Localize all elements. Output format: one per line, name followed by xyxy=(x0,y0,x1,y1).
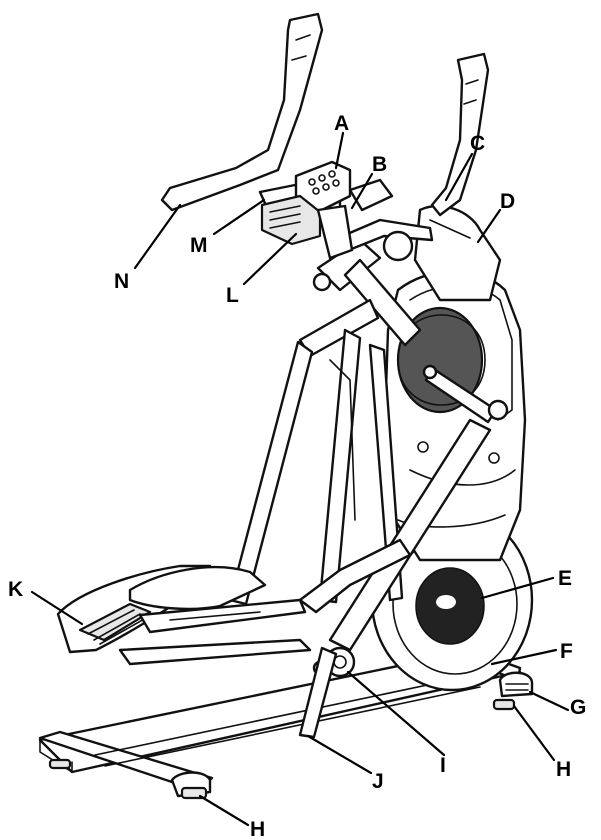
leader-k xyxy=(30,590,84,626)
label-c: C xyxy=(470,132,485,155)
lift-arm xyxy=(298,418,492,739)
main-shroud xyxy=(383,270,527,562)
label-k: K xyxy=(8,578,23,601)
leader-j xyxy=(306,734,373,775)
label-h-bottom: H xyxy=(250,818,265,840)
leader-a xyxy=(334,131,345,170)
leader-n xyxy=(133,203,182,270)
leader-d xyxy=(476,208,502,244)
label-a: A xyxy=(334,112,349,135)
label-m: M xyxy=(190,234,208,257)
console xyxy=(260,160,354,260)
leader-g xyxy=(528,690,570,712)
leader-c xyxy=(444,152,474,202)
callout-labels: A B C D E F G H H I J K L M N xyxy=(8,112,586,840)
label-g: G xyxy=(570,696,586,719)
leader-l xyxy=(242,232,298,286)
label-b: B xyxy=(372,153,387,176)
leader-i xyxy=(346,670,446,757)
label-e: E xyxy=(558,567,572,590)
leader-f xyxy=(490,648,558,666)
leader-m xyxy=(212,198,266,236)
label-f: F xyxy=(560,640,573,663)
leader-e xyxy=(480,576,555,600)
leader-b xyxy=(350,172,374,210)
label-d: D xyxy=(500,190,515,213)
console-mast xyxy=(312,204,502,347)
rear-leveler xyxy=(498,671,534,698)
leader-h-right xyxy=(512,704,556,762)
label-h-right: H xyxy=(556,758,571,781)
leader-lines xyxy=(30,131,570,827)
leader-h-bottom xyxy=(198,794,250,827)
flywheel-cover xyxy=(370,508,534,692)
base-frame xyxy=(38,646,522,800)
pedals xyxy=(56,564,312,666)
label-l: L xyxy=(226,284,239,307)
label-j: J xyxy=(372,770,384,793)
label-n: N xyxy=(114,270,129,293)
label-i: I xyxy=(440,754,446,777)
